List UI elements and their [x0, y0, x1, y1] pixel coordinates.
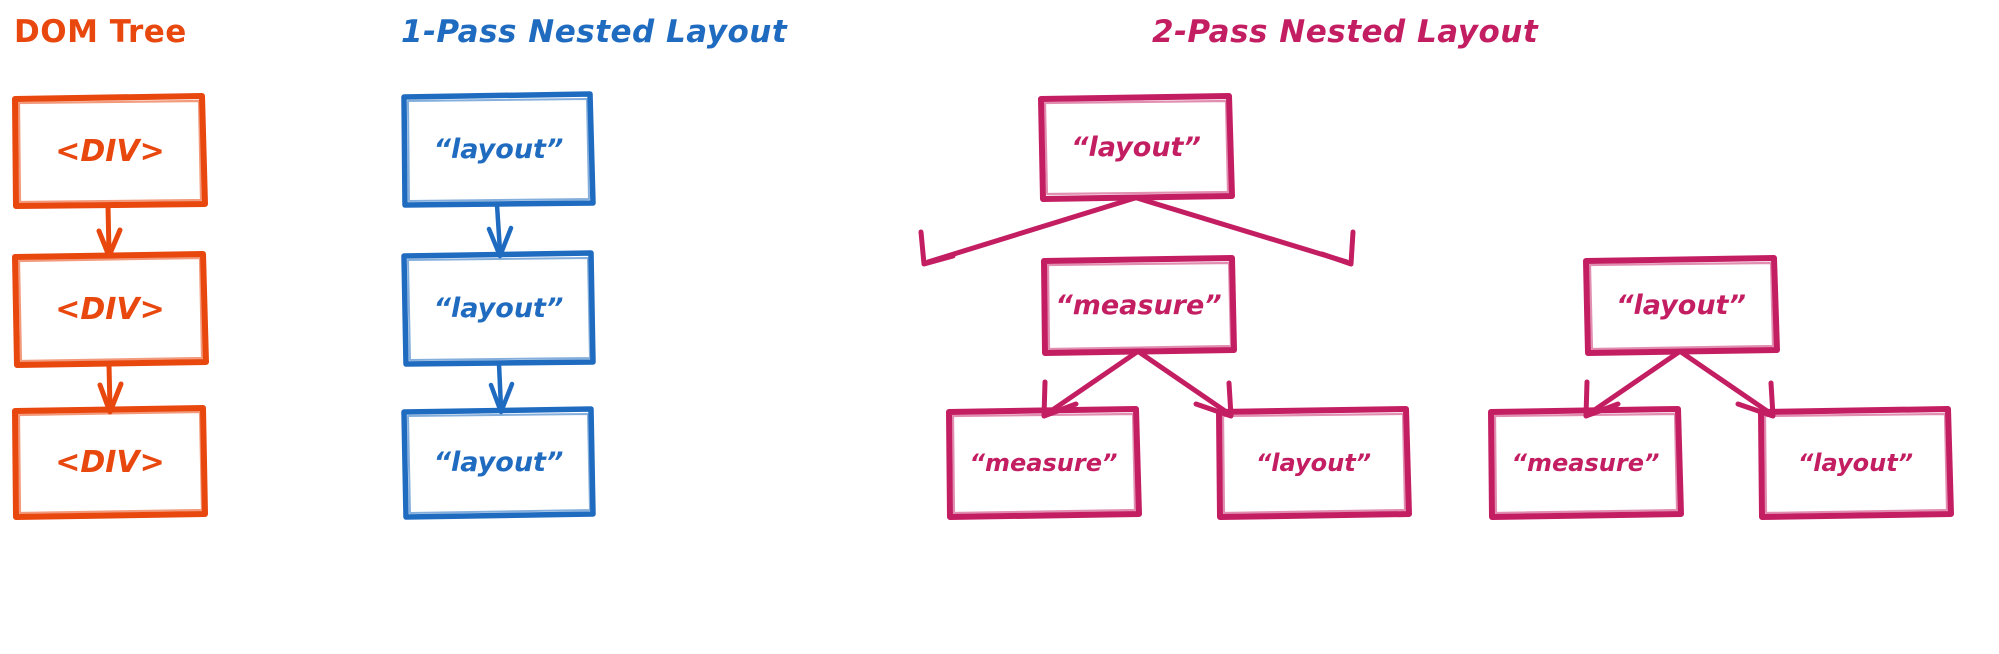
heading-1-pass-nested-layout: 1-Pass Nested Layout: [401, 14, 788, 50]
one-pass-strokes: [401, 91, 596, 520]
two-pass-level2-node-1[interactable]: [1044, 258, 1233, 352]
heading-dom-tree: DOM Tree: [14, 14, 187, 50]
one-pass-node-2[interactable]: [404, 253, 593, 363]
two-pass-leaf-4[interactable]: [1761, 409, 1950, 516]
two-pass-leaf-3[interactable]: [1491, 409, 1680, 516]
dom-node-1[interactable]: [15, 96, 205, 206]
one-pass-node-1[interactable]: [404, 94, 593, 204]
two-pass-level2-node-2[interactable]: [1586, 258, 1776, 352]
two-pass-root-node[interactable]: [1041, 96, 1231, 198]
dom-node-2[interactable]: [15, 254, 205, 364]
two-pass-leaf-2[interactable]: [1219, 409, 1408, 516]
dom-tree-strokes: [12, 93, 209, 520]
dom-node-3[interactable]: [15, 408, 205, 516]
one-pass-node-3[interactable]: [404, 409, 593, 516]
two-pass-strokes: [918, 93, 1954, 520]
heading-2-pass-nested-layout: 2-Pass Nested Layout: [1152, 14, 1539, 50]
two-pass-leaf-1[interactable]: [949, 409, 1138, 516]
